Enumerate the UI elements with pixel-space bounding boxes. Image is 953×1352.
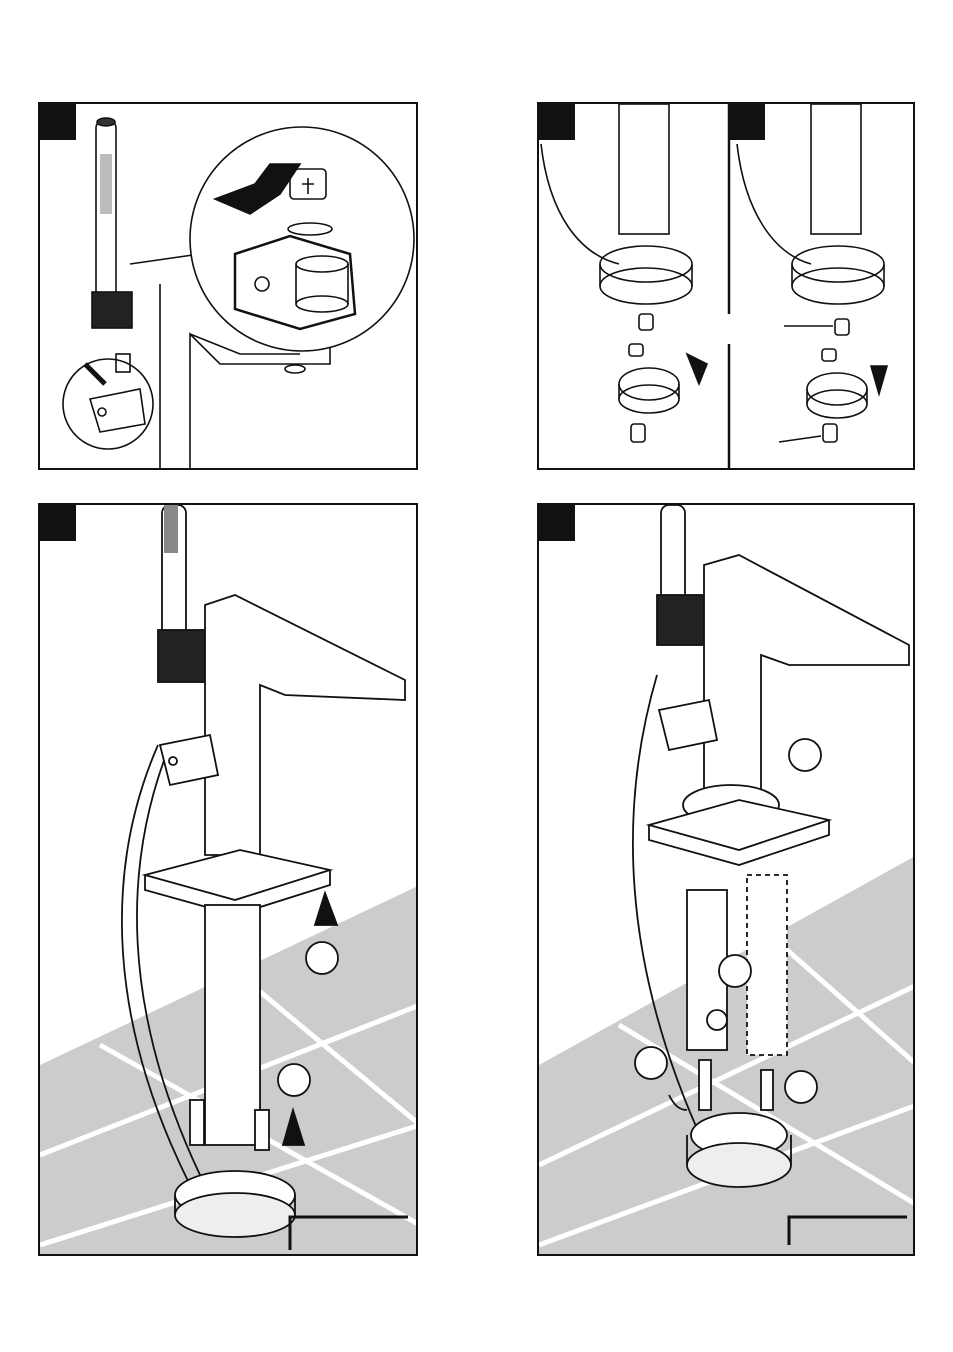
cartridge-orientation-illustration <box>539 104 915 470</box>
panel-c <box>38 503 418 1256</box>
mounting-screws-illustration <box>539 505 915 1256</box>
lift-cover-illustration <box>40 505 418 1256</box>
panel-b <box>537 102 915 470</box>
panel-a <box>38 102 418 470</box>
faucet-handshower-illustration <box>40 104 418 470</box>
panel-d <box>537 503 915 1256</box>
